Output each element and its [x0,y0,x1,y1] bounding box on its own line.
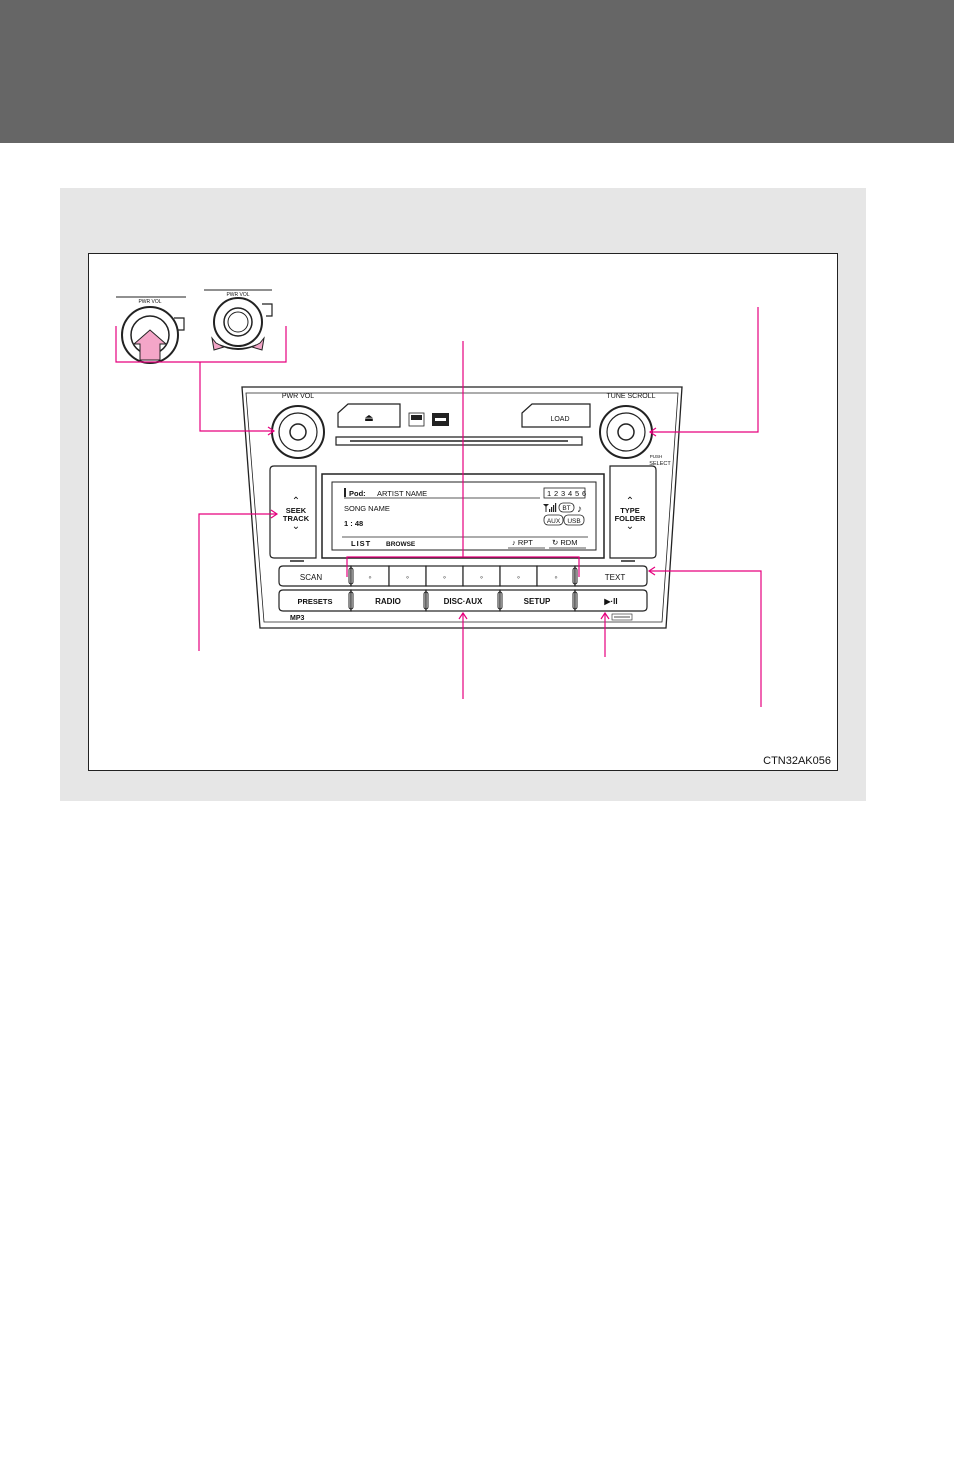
display-browse: BROWSE [386,541,416,548]
tune-scroll-knob[interactable] [599,405,653,459]
aux-badge: AUX [543,514,564,526]
figure-code: CTN32AK056 [763,755,831,767]
folder-down-icon: ⌄ [626,521,634,532]
bluetooth-badge: BT [558,502,575,513]
load-button[interactable]: LOAD [521,403,591,428]
svg-text:USB: USB [567,518,580,525]
inset-turn-knob: PWR VOL [204,289,273,351]
inset-knob2-label: PWR VOL [226,292,249,298]
seek-label: SEEK [286,506,307,515]
display-preset-indicators: 1 2 3 4 5 6 [543,487,586,499]
mp3-badge: MP3 [290,615,305,622]
preset-button-6[interactable]: ◦ [536,565,576,587]
eject-icon: ⏏ [364,413,373,424]
right-knob-label: TUNE SCROLL [606,393,655,400]
svg-text:AUX: AUX [547,518,561,525]
seek-up-icon: ⌃ [292,496,300,507]
preset-number: 1 [547,489,551,498]
eject-button[interactable]: ⏏ [337,403,401,428]
display-time: 1 : 48 [344,519,363,528]
display-artist: ARTIST NAME [377,489,427,498]
scan-button[interactable]: SCAN [278,565,352,587]
disc-logo-icon [408,412,425,427]
preset-button-1[interactable]: ◦ [350,565,390,587]
head-unit: PWR VOL TUNE SCROLL PUSH SELECT ⏏ [241,386,683,629]
select-label: SELECT [649,461,671,467]
header-band [0,0,954,143]
svg-text:◦: ◦ [368,572,371,582]
svg-text:◦: ◦ [406,572,409,582]
preset-button-2[interactable]: ◦ [388,565,427,587]
radio-label: RADIO [375,597,401,606]
usb-badge: USB [563,514,585,526]
type-label: TYPE [620,506,640,515]
display-song: SONG NAME [344,504,390,513]
svg-text:◦: ◦ [554,572,557,582]
setup-button[interactable]: SETUP [499,589,576,612]
jbl-logo-icon [432,413,449,426]
preset-button-5[interactable]: ◦ [499,565,538,587]
presets-label: PRESETS [297,597,332,606]
text-label: TEXT [605,573,626,582]
type-folder-button[interactable]: ⌃ TYPE FOLDER ⌄ [609,465,657,559]
left-knob-label: PWR VOL [282,393,314,400]
preset-number: 5 [575,489,579,498]
disc-aux-button[interactable]: DISC·AUX [425,589,501,612]
play-pause-icon: ▶·II [603,597,617,606]
preset-number: 2 [554,489,558,498]
callout-lines [115,307,762,707]
disc-slot [335,436,583,446]
setup-label: SETUP [524,597,551,606]
text-button[interactable]: TEXT [574,565,648,587]
push-label: PUSH [650,454,663,459]
inset-knob1-label: PWR VOL [138,299,161,305]
seek-track-button[interactable]: ⌃ SEEK TRACK ⌄ [269,465,317,559]
preset-number: 3 [561,489,565,498]
display-repeat: ♪ RPT [512,538,533,547]
display-random: ↻ RDM [552,538,577,547]
disc-aux-label: DISC·AUX [444,597,483,606]
music-note-icon: ♪ [577,504,582,515]
seek-down-icon: ⌄ [292,521,300,532]
folder-label: FOLDER [615,514,646,523]
preset-number: 4 [568,489,572,498]
signal-strength-icon [543,503,557,512]
svg-text:◦: ◦ [443,572,446,582]
folder-up-icon: ⌃ [626,496,634,507]
presets-button[interactable]: PRESETS [278,589,352,612]
preset-button-3[interactable]: ◦ [425,565,464,587]
preset-button-4[interactable]: ◦ [462,565,501,587]
preset-number: 6 [582,489,586,498]
inset-press-knob: PWR VOL [116,296,186,364]
radio-button[interactable]: RADIO [350,589,427,612]
load-label: LOAD [550,416,569,423]
play-pause-sub-icon [611,613,633,621]
svg-text:BT: BT [562,505,570,512]
button-dividers [348,567,578,610]
scan-label: SCAN [300,573,322,582]
track-label: TRACK [283,514,310,523]
power-volume-knob[interactable] [271,405,325,459]
play-pause-button[interactable]: ▶·II [574,589,648,612]
display-list: LIST [351,539,371,548]
display-source: Pod: [349,489,366,498]
svg-text:◦: ◦ [517,572,520,582]
svg-text:◦: ◦ [480,572,483,582]
